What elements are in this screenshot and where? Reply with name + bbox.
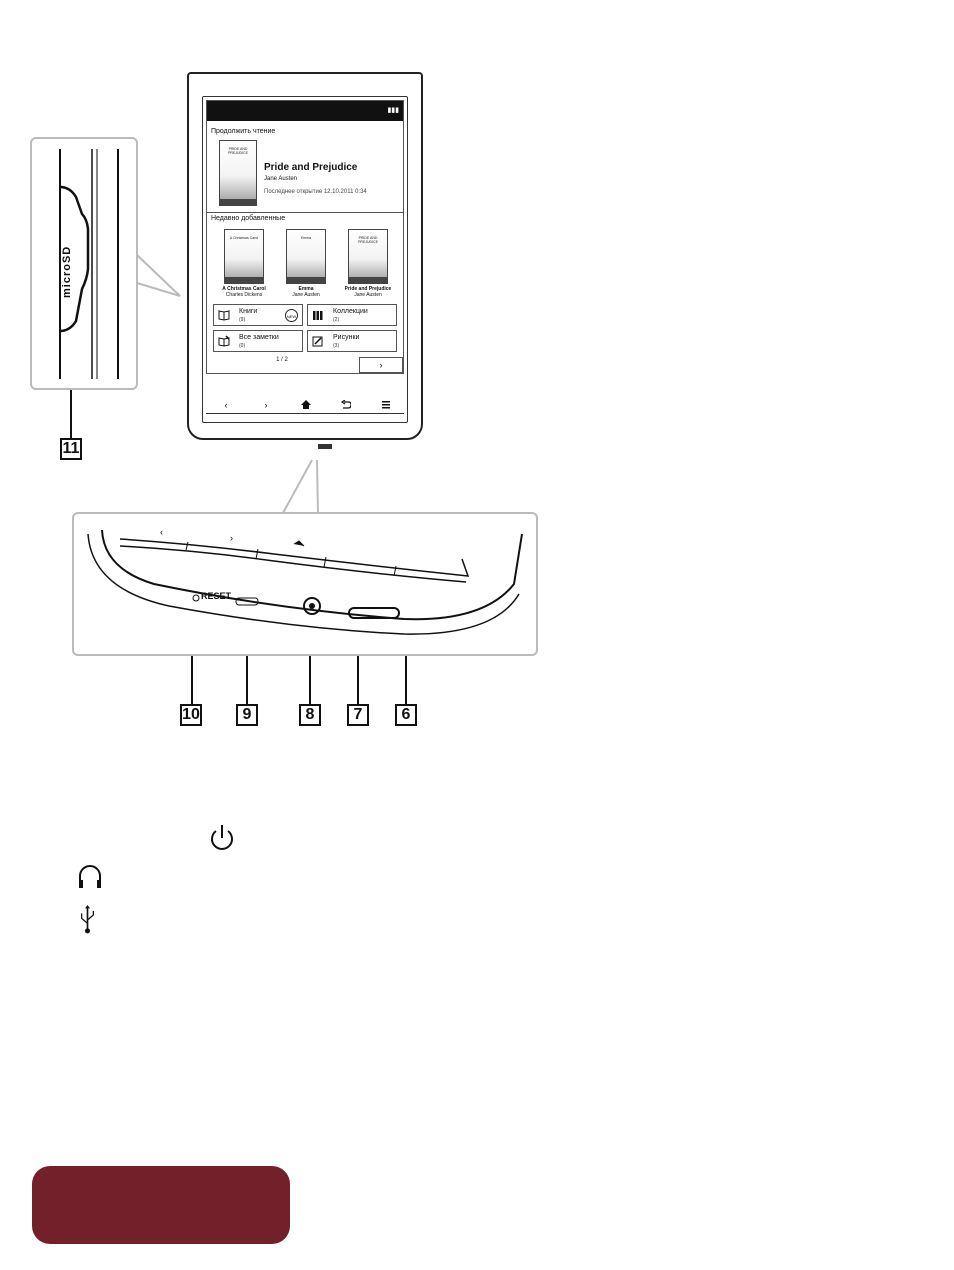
tile-label: Коллекции — [333, 308, 368, 315]
cover-text: A Christmas Carol — [229, 236, 259, 240]
headphones-icon — [79, 865, 101, 888]
callout-6: 6 — [395, 704, 417, 726]
recent-book-title: Emma — [298, 286, 314, 292]
cover-text: PRIDE AND PREJUDICE — [228, 147, 248, 155]
current-book-author: Jane Austen — [264, 176, 298, 182]
bottom-edge-illustration: ‹ › — [87, 527, 523, 635]
continue-reading-title: Продолжить чтение — [211, 128, 276, 135]
tile-label: Все заметки — [239, 334, 279, 341]
recent-book-label: Pride and Prejudice Jane Austen — [338, 286, 398, 298]
reset-label: RESET — [201, 591, 232, 601]
callout-8: 8 — [299, 704, 321, 726]
nav-menu-button[interactable] — [366, 400, 406, 411]
footer-tab[interactable] — [32, 1166, 290, 1244]
headphone-jack[interactable] — [303, 597, 321, 615]
next-page-button[interactable]: › — [359, 357, 403, 373]
recent-book-label: A Christmas Carol Charles Dickens — [214, 286, 274, 298]
recent-book-author: Jane Austen — [354, 292, 382, 298]
nav-next-button[interactable]: › — [264, 400, 268, 410]
all-notes-tile[interactable]: Все заметки (0) — [213, 330, 303, 352]
tile-count: (0) — [239, 343, 246, 349]
current-book-title[interactable]: Pride and Prejudice — [264, 162, 358, 173]
status-bar: ▮▮▮ — [207, 101, 403, 121]
cover-text: PRIDE AND PREJUDICE — [358, 236, 378, 244]
svg-text:›: › — [230, 533, 233, 543]
recent-book-label: Emma Jane Austen — [276, 286, 336, 298]
micro-usb-port[interactable] — [235, 597, 259, 606]
collections-icon — [313, 311, 323, 320]
bottom-connector-marker — [318, 444, 332, 449]
current-book-cover[interactable]: PRIDE AND PREJUDICE — [219, 140, 257, 206]
section-divider — [207, 212, 403, 213]
page-indicator: 1 / 2 — [276, 357, 288, 363]
tile-label: Рисунки — [333, 334, 360, 341]
recent-book-author: Charles Dickens — [225, 292, 263, 298]
power-switch[interactable] — [348, 607, 400, 619]
menu-icon — [382, 401, 390, 409]
home-icon — [301, 400, 311, 409]
recent-book-cover[interactable]: PRIDE AND PREJUDICE — [348, 229, 388, 284]
callout-10: 10 — [180, 704, 202, 726]
cover-footer — [225, 277, 263, 283]
callout-11: 11 — [60, 438, 82, 460]
screen-bezel-inner — [202, 96, 408, 423]
drawings-tile[interactable]: Рисунки (3) — [307, 330, 397, 352]
cover-footer — [349, 277, 387, 283]
callout-7: 7 — [347, 704, 369, 726]
drawings-icon — [312, 336, 323, 347]
tile-count: (9) — [239, 317, 246, 323]
book-icon — [218, 310, 230, 321]
svg-text:‹: ‹ — [160, 527, 163, 537]
nav-home-button[interactable] — [286, 400, 326, 411]
recent-book-title: A Christmas Carol — [222, 286, 266, 292]
notes-icon — [218, 335, 230, 347]
recent-book-title: Pride and Prejudice — [344, 286, 392, 292]
recent-book-cover[interactable]: A Christmas Carol — [224, 229, 264, 284]
microsd-label: microSD — [61, 245, 73, 298]
power-icon — [211, 825, 233, 850]
reset-hole[interactable] — [192, 594, 200, 602]
back-icon — [340, 399, 352, 409]
tile-count: (3) — [333, 343, 340, 349]
tile-count: (2) — [333, 317, 340, 323]
nav-prev-button[interactable]: ‹ — [224, 400, 228, 410]
microsd-inset — [30, 137, 138, 390]
recent-book-cover[interactable]: Emma — [286, 229, 326, 284]
cover-footer — [287, 277, 325, 283]
callout-9: 9 — [236, 704, 258, 726]
nav-button-bar — [206, 413, 404, 414]
collections-tile[interactable]: Коллекции (2) — [307, 304, 397, 326]
books-tile[interactable]: Книги (9) NEW — [213, 304, 303, 326]
recently-added-title: Недавно добавленные — [211, 215, 286, 222]
cover-text: Emma — [300, 236, 312, 240]
new-badge: NEW — [285, 309, 298, 322]
battery-icon: ▮▮▮ — [387, 107, 399, 114]
cover-footer — [220, 199, 256, 205]
recent-book-author: Jane Austen — [292, 292, 320, 298]
last-opened: Последнее открытие 12.10.2011 0:34 — [264, 189, 367, 195]
microsd-slot-illustration — [59, 149, 119, 379]
nav-back-button[interactable] — [326, 399, 366, 411]
bottom-edge-inset: ‹ › — [72, 512, 538, 656]
usb-icon — [81, 905, 94, 934]
device-screen: ▮▮▮ Продолжить чтение PRIDE AND PREJUDIC… — [206, 100, 404, 374]
tile-label: Книги — [239, 308, 258, 315]
